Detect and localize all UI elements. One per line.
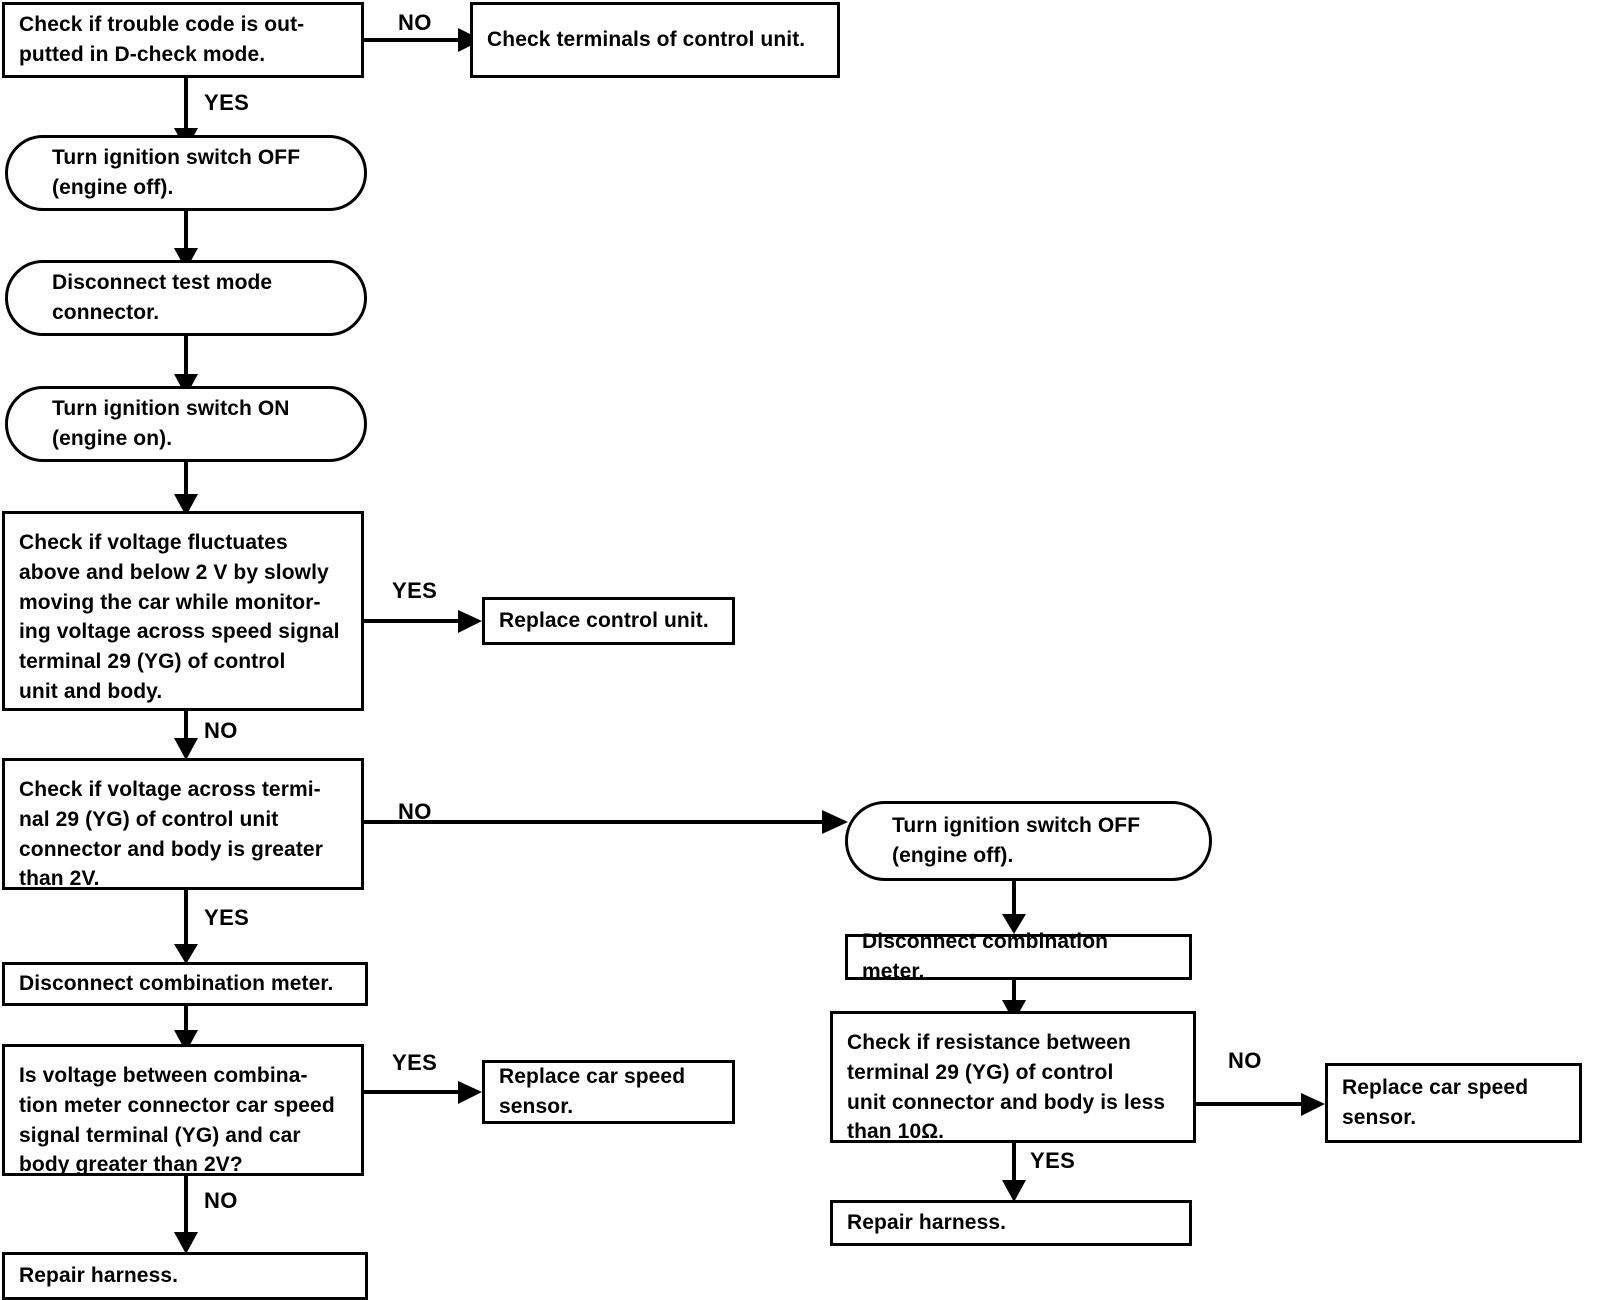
node-is-voltage-between-combination-meter: Is voltage between combina- tion meter c…: [2, 1044, 364, 1176]
node-replace-control-unit: Replace control unit.: [482, 597, 735, 645]
arrowhead-n10-to-n11: [458, 1081, 482, 1104]
node-label: Check terminals of control unit.: [487, 28, 806, 52]
edge-label-no-2: NO: [204, 718, 238, 743]
node-replace-car-speed-sensor-right: Replace car speed sensor.: [1325, 1063, 1582, 1143]
arrowhead-n8-to-n9: [174, 944, 198, 964]
node-label: Turn ignition switch OFF (engine off).: [52, 146, 301, 199]
node-label: Check if voltage across termi- nal 29 (Y…: [19, 778, 323, 891]
edge-label-yes-5: YES: [1030, 1148, 1076, 1173]
arrowhead-n8-to-n13: [822, 810, 848, 834]
node-label: Replace car speed sensor.: [499, 1065, 686, 1118]
node-check-terminals-control-unit: Check terminals of control unit.: [470, 2, 840, 78]
arrowhead-n10-to-n12: [174, 1232, 198, 1254]
node-label: Repair harness.: [19, 1264, 179, 1288]
node-label: Replace car speed sensor.: [1342, 1076, 1529, 1129]
node-turn-ignition-on: Turn ignition switch ON (engine on).: [5, 386, 367, 462]
node-check-resistance-terminal-29: Check if resistance between terminal 29 …: [830, 1011, 1196, 1143]
node-turn-ignition-off-1: Turn ignition switch OFF (engine off).: [5, 135, 367, 211]
node-label: Disconnect combination meter.: [19, 972, 334, 996]
node-check-voltage-fluctuates: Check if voltage fluctuates above and be…: [2, 511, 364, 711]
node-disconnect-combination-meter-right: Disconnect combination meter.: [845, 930, 1192, 983]
arrowhead-n15-to-n17: [1002, 1180, 1026, 1202]
node-turn-ignition-off-2: Turn ignition switch OFF (engine off).: [845, 801, 1212, 881]
edge-label-no-1: NO: [398, 10, 432, 35]
node-label: Replace control unit.: [499, 609, 709, 633]
edge-label-yes-2: YES: [392, 578, 438, 603]
node-repair-harness-right: Repair harness.: [830, 1200, 1192, 1246]
node-label: Disconnect test mode connector.: [52, 271, 273, 324]
node-replace-car-speed-sensor-left: Replace car speed sensor.: [482, 1060, 735, 1124]
node-disconnect-combination-meter-left: Disconnect combination meter.: [2, 962, 368, 1006]
edge-label-yes-4: YES: [392, 1050, 438, 1075]
node-label: Check if resistance between terminal 29 …: [847, 1031, 1166, 1144]
node-repair-harness-left: Repair harness.: [2, 1252, 368, 1300]
node-label: Check if trouble code is out- putted in …: [19, 13, 305, 66]
edge-label-no-3: NO: [398, 799, 432, 824]
edge-label-yes-3: YES: [204, 905, 250, 930]
node-disconnect-test-mode-connector: Disconnect test mode connector.: [5, 260, 367, 336]
edge-label-yes-1: YES: [204, 90, 250, 115]
node-check-voltage-terminal-29: Check if voltage across termi- nal 29 (Y…: [2, 758, 364, 890]
arrowhead-n6-to-n7: [458, 610, 482, 633]
node-label: Disconnect combination meter.: [862, 930, 1109, 983]
node-check-trouble-code: Check if trouble code is out- putted in …: [2, 2, 364, 78]
node-label: Is voltage between combina- tion meter c…: [19, 1064, 335, 1177]
node-label: Turn ignition switch ON (engine on).: [52, 397, 290, 450]
arrowhead-n15-to-n16: [1301, 1093, 1325, 1116]
node-label: Check if voltage fluctuates above and be…: [19, 531, 340, 704]
edge-label-no-5: NO: [1228, 1048, 1262, 1073]
node-label: Repair harness.: [847, 1211, 1007, 1235]
arrowhead-n6-to-n8: [174, 738, 198, 760]
edge-label-no-4: NO: [204, 1188, 238, 1213]
node-label: Turn ignition switch OFF (engine off).: [892, 814, 1141, 867]
